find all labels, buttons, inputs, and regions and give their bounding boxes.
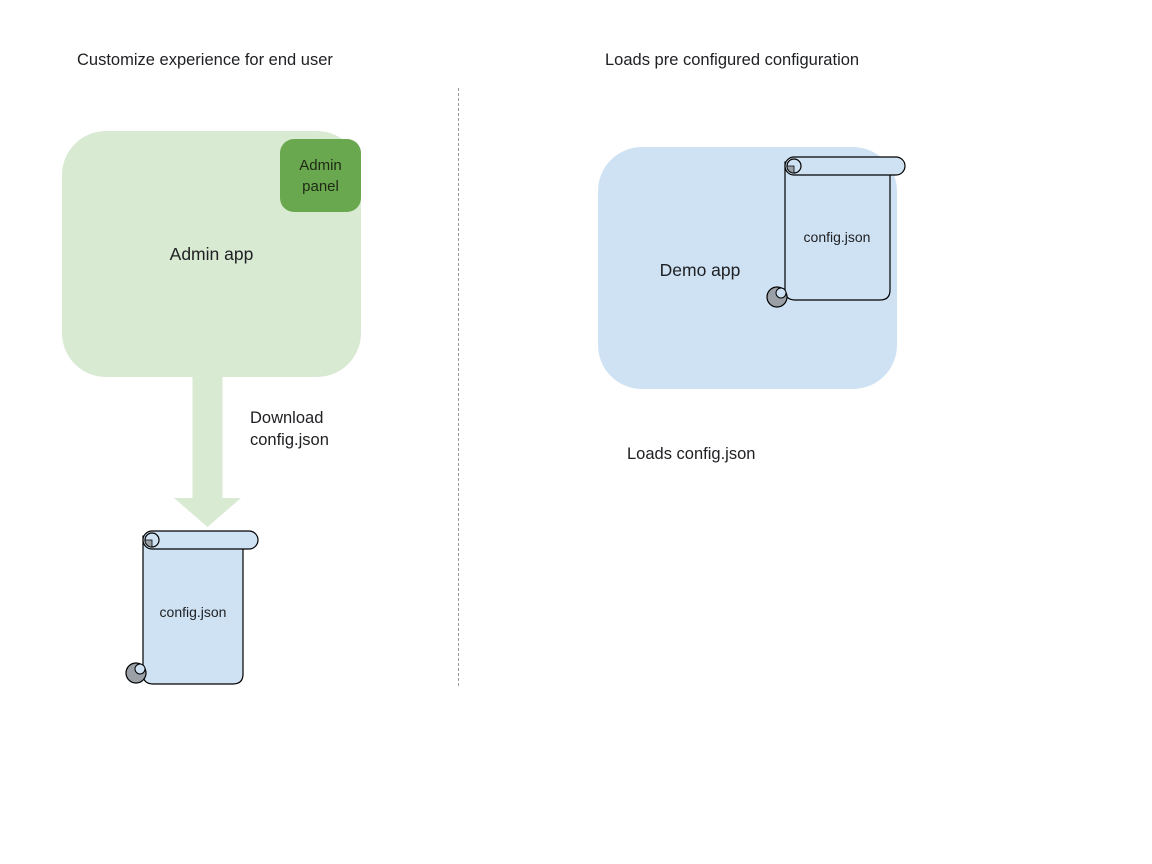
admin-panel-label: Admin panel	[299, 156, 342, 195]
config-json-scroll-right: config.json	[766, 156, 906, 308]
download-caption: Download config.json	[250, 409, 329, 449]
scroll-top-curl-shade	[144, 539, 153, 548]
download-arrow	[174, 377, 241, 527]
download-arrow-shape	[174, 377, 241, 527]
scroll-label: config.json	[160, 604, 227, 620]
scroll-top-curl-shade	[786, 165, 795, 174]
right-column-title: Loads pre configured configuration	[605, 51, 860, 69]
admin-app-box: Admin panel Admin app	[62, 131, 361, 377]
scroll-label: config.json	[804, 229, 871, 245]
config-json-scroll-left: config.json	[125, 530, 259, 685]
scroll-bottom-curl-inner	[134, 663, 146, 675]
left-column-title: Customize experience for end user	[77, 51, 333, 69]
scroll-top-roll	[142, 530, 259, 550]
scroll-top-roll	[784, 156, 906, 176]
column-divider-line	[458, 88, 459, 686]
admin-panel-badge: Admin panel	[280, 139, 361, 212]
scroll-bottom-curl-inner	[775, 287, 787, 299]
loads-caption: Loads config.json	[627, 445, 756, 463]
demo-app-label: Demo app	[659, 260, 741, 280]
admin-app-label: Admin app	[169, 244, 254, 264]
